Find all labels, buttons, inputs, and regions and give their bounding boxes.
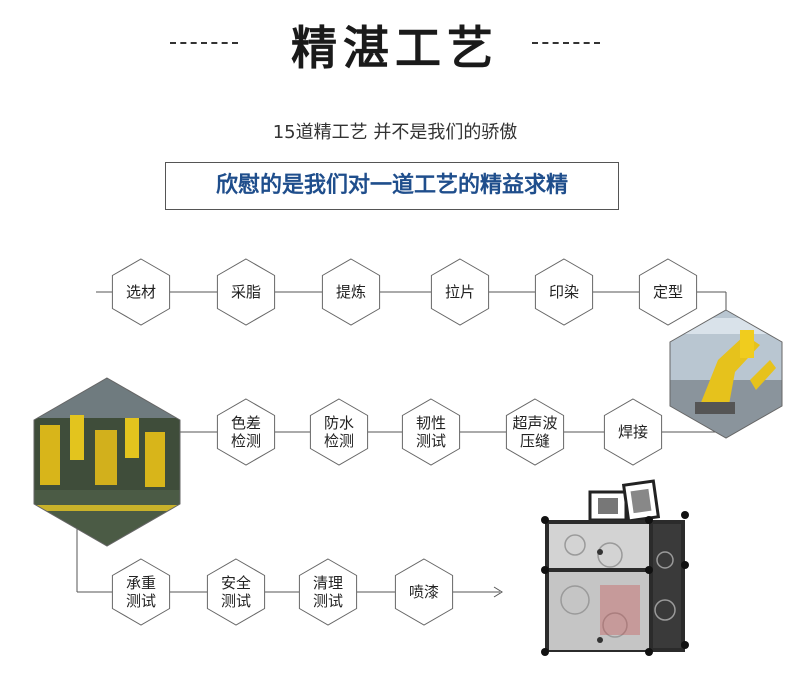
title-dash-right (532, 42, 600, 44)
process-hexagons (111, 258, 698, 626)
process-step-label: 焊接 (617, 423, 648, 441)
process-step-label: 超声波压缝 (512, 414, 558, 450)
process-step-label: 安全测试 (220, 574, 251, 610)
process-step-label: 提炼 (335, 283, 366, 301)
process-step-label: 采脂 (230, 283, 261, 301)
process-step-label: 印染 (548, 283, 579, 301)
process-step-hexagon (206, 558, 266, 626)
process-step-label: 清理测试 (312, 574, 343, 610)
process-step-label: 防水检测 (323, 414, 354, 450)
process-step-hexagon (394, 558, 454, 626)
process-step-label: 拉片 (444, 283, 475, 301)
process-step-hexagon (603, 398, 663, 466)
process-step-hexagon (505, 398, 565, 466)
process-step-hexagon (401, 398, 461, 466)
process-step-hexagon (638, 258, 698, 326)
banner: 欣慰的是我们对一道工艺的精益求精 (165, 162, 619, 210)
process-step-hexagon (430, 258, 490, 326)
process-step-hexagon (216, 258, 276, 326)
process-step-hexagon (111, 558, 171, 626)
process-step-label: 选材 (125, 283, 156, 301)
process-step-hexagon (216, 398, 276, 466)
process-step-hexagon (298, 558, 358, 626)
process-step-hexagon (111, 258, 171, 326)
process-step-label: 韧性测试 (415, 414, 446, 450)
process-step-hexagon (309, 398, 369, 466)
page-title: 精湛工艺 (291, 21, 499, 75)
storage-cabinet-photo (541, 479, 689, 656)
robot-arm-photo (670, 310, 782, 438)
process-step-label: 定型 (652, 283, 683, 301)
title-dash-left (170, 42, 238, 44)
process-step-hexagon (534, 258, 594, 326)
factory-line-photo (34, 378, 180, 546)
process-step-label: 承重测试 (125, 574, 156, 610)
process-step-label: 色差检测 (230, 414, 261, 450)
process-step-hexagon (321, 258, 381, 326)
process-step-label: 喷漆 (408, 583, 439, 601)
subtitle: 15道精工艺 并不是我们的骄傲 (272, 122, 518, 143)
